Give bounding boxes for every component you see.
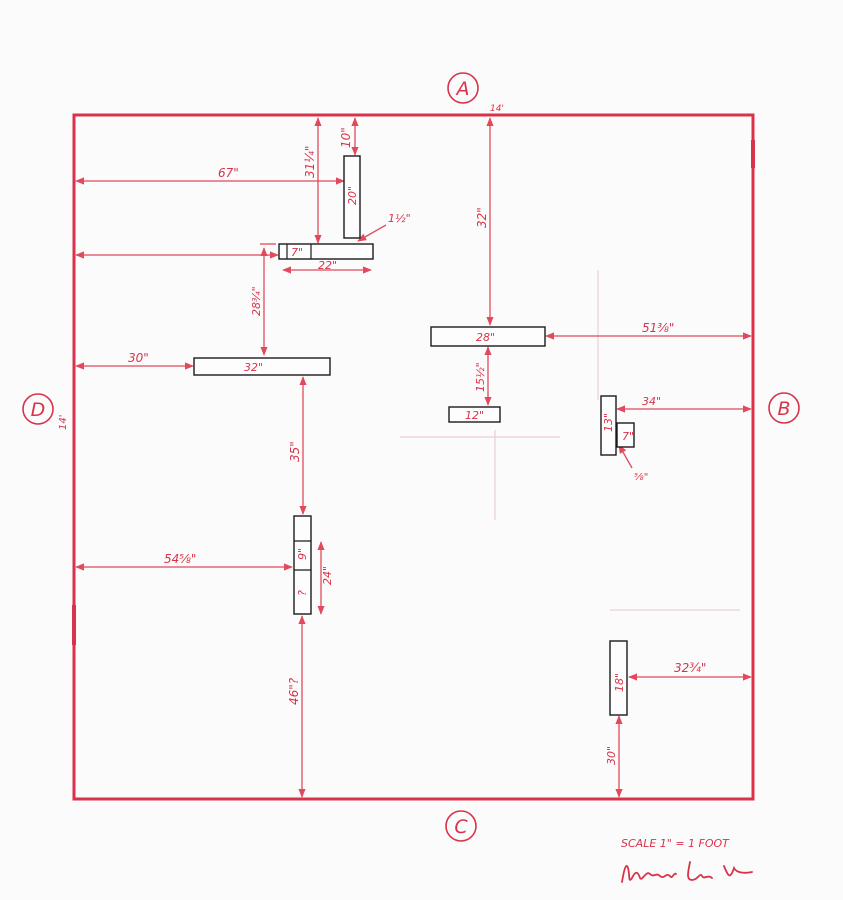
svg-text:7": 7" bbox=[291, 246, 303, 259]
svg-text:13": 13" bbox=[602, 413, 615, 432]
dimension-lines bbox=[75, 117, 752, 798]
dim-5-8: ⅝" bbox=[634, 472, 648, 483]
wall-label-c: C bbox=[445, 810, 477, 842]
svg-text:D: D bbox=[31, 399, 46, 421]
dimension-labels: 67" 31¼" 10" 1½" 28¾" 30" 32" 51⅜" 15½" … bbox=[128, 127, 706, 765]
label-22: 22" bbox=[318, 259, 337, 272]
dim-67: 67" bbox=[218, 166, 239, 180]
scale-note: SCALE 1" = 1 FOOT bbox=[621, 837, 730, 850]
dim-51: 51⅜" bbox=[642, 321, 674, 335]
dim-30: 30" bbox=[128, 351, 149, 365]
dim-1-half: 1½" bbox=[388, 212, 411, 225]
block-12: 12" bbox=[448, 406, 501, 423]
svg-text:32": 32" bbox=[244, 361, 263, 374]
svg-text:12": 12" bbox=[465, 409, 484, 422]
dim-31: 31¼" bbox=[303, 146, 317, 178]
dim-24: 24" bbox=[321, 566, 334, 585]
svg-text:28": 28" bbox=[476, 331, 495, 344]
dim-32-3-4: 32¾" bbox=[674, 661, 706, 675]
dim-15: 15½" bbox=[474, 362, 487, 392]
wall-label-a: A bbox=[447, 72, 479, 104]
svg-text:B: B bbox=[777, 398, 790, 420]
dim-54: 54⅝" bbox=[164, 552, 196, 566]
dim-46: 46"? bbox=[287, 677, 301, 705]
svg-text:9": 9" bbox=[296, 548, 309, 560]
svg-text:C: C bbox=[454, 816, 468, 838]
svg-text:18": 18" bbox=[613, 673, 626, 692]
dim-30-bottom: 30" bbox=[605, 746, 618, 765]
block-7-22: 7" bbox=[278, 243, 374, 260]
faint-guides bbox=[400, 270, 740, 611]
block-28: 28" bbox=[430, 326, 546, 347]
wall-length-top: 14' bbox=[490, 104, 504, 114]
block-18: 18" bbox=[609, 640, 628, 716]
svg-text:A: A bbox=[455, 78, 470, 100]
block-7-small: 7" bbox=[616, 422, 635, 448]
dim-10: 10" bbox=[339, 127, 353, 148]
svg-text:?: ? bbox=[296, 590, 309, 596]
dim-34: 34" bbox=[642, 395, 661, 408]
dim-32: 32" bbox=[475, 207, 489, 228]
svg-text:20": 20" bbox=[346, 186, 359, 205]
wall-length-left: 14' bbox=[58, 415, 69, 430]
block-9-stack: 9" ? bbox=[293, 515, 312, 615]
signature bbox=[621, 861, 753, 883]
dim-28: 28¾" bbox=[250, 286, 263, 316]
dim-35: 35" bbox=[288, 441, 302, 462]
svg-text:7": 7" bbox=[622, 430, 634, 443]
room-outline bbox=[72, 113, 755, 801]
wall-label-b: B bbox=[768, 392, 800, 424]
block-32: 32" bbox=[193, 357, 331, 376]
block-20: 20" bbox=[343, 155, 361, 239]
wall-label-d: D bbox=[22, 393, 54, 425]
block-13: 13" bbox=[600, 395, 617, 456]
